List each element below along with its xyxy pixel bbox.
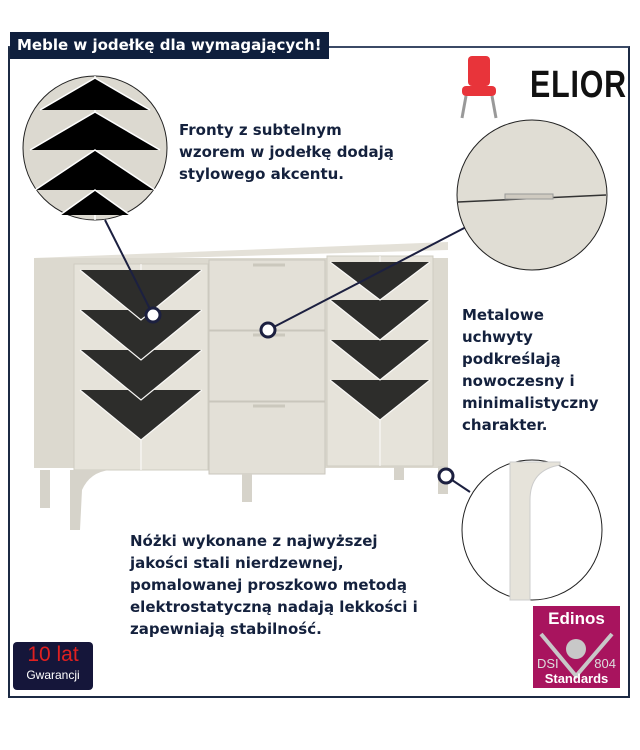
detail-circle-pattern	[22, 75, 168, 221]
detail-circle-leg	[461, 459, 603, 601]
certificate-right: 804	[594, 656, 616, 671]
certificate-left: DSI	[537, 656, 559, 671]
legs-description: Nóżki wykonane z najwyższej jakości stal…	[130, 532, 418, 638]
brand-logo: ELIOR	[530, 64, 627, 106]
certificate-badge: Edinos DSI 804 Standards	[533, 606, 620, 688]
page-title: Meble w jodełkę dla wymagających!	[10, 32, 329, 59]
warranty-years: 10 lat	[27, 643, 79, 666]
chair-icon	[460, 56, 498, 119]
certificate-brand: Edinos	[548, 609, 605, 628]
warranty-label: Gwarancji	[26, 668, 80, 682]
certificate-label: Standards	[544, 671, 609, 686]
fronts-description: Fronty z subtelnym wzorem w jodełkę doda…	[179, 121, 394, 183]
certificate-v-icon	[539, 632, 614, 680]
handles-description: Metalowe uchwyty podkreślają nowoczesny …	[462, 306, 599, 434]
warranty-badge: 10 lat Gwarancji	[13, 642, 93, 690]
detail-circle-handle	[456, 119, 608, 271]
